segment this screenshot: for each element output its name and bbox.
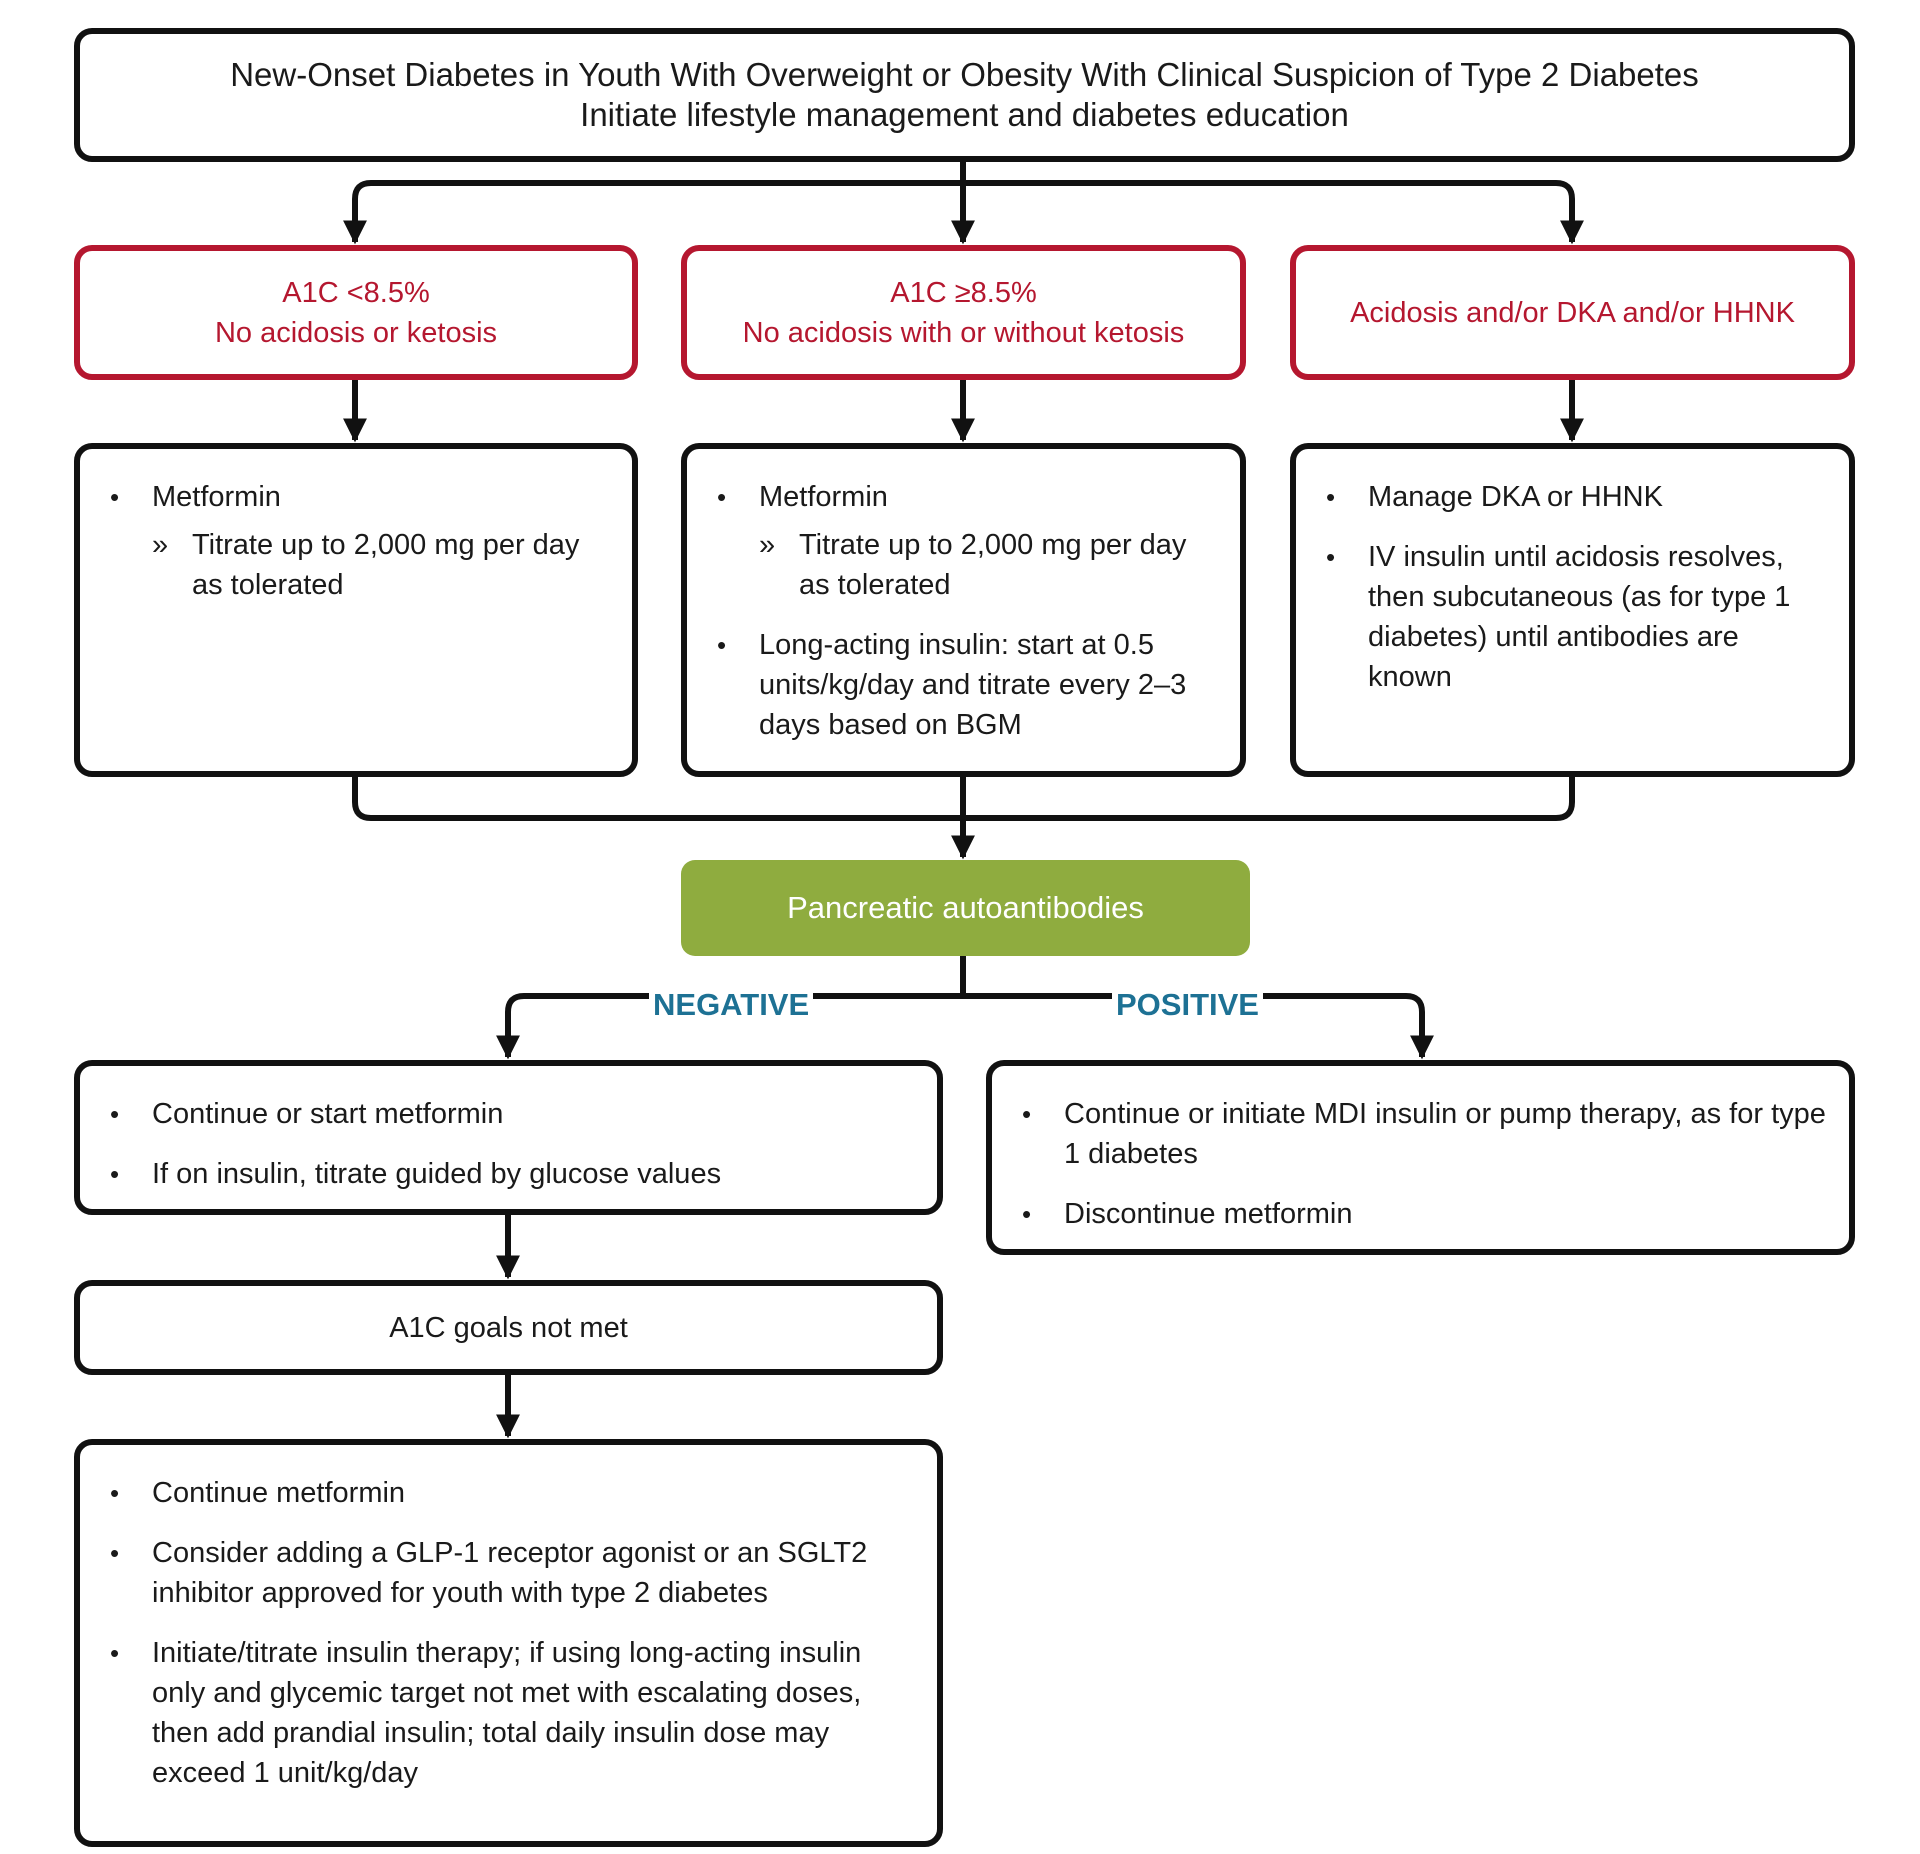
split-line-antibodies: [505, 993, 1425, 1040]
treatment-dka-item1: Manage DKA or HHNK: [1326, 477, 1829, 517]
header-title: New-Onset Diabetes in Youth With Overwei…: [230, 56, 1699, 93]
criteria-dka-box: Acidosis and/or DKA and/or HHNK: [1290, 245, 1855, 380]
treatment-dka-item2: IV insulin until acidosis resolves, then…: [1326, 537, 1829, 697]
treatment-dka-box: Manage DKA or HHNK IV insulin until acid…: [1290, 443, 1855, 777]
treatment-high-sub1: Titrate up to 2,000 mg per day as tolera…: [759, 525, 1220, 605]
positive-label: POSITIVE: [1112, 987, 1263, 1023]
criteria-dka-line1: Acidosis and/or DKA and/or HHNK: [1350, 296, 1795, 329]
final-item3: Initiate/titrate insulin therapy; if usi…: [110, 1633, 917, 1793]
final-item1: Continue metformin: [110, 1473, 917, 1513]
negative-item2: If on insulin, titrate guided by glucose…: [110, 1154, 917, 1194]
positive-item2: Discontinue metformin: [1022, 1194, 1829, 1234]
header-subtitle: Initiate lifestyle management and diabet…: [580, 96, 1349, 133]
criteria-high-a1c-line1: A1C ≥8.5%: [890, 276, 1037, 309]
list-item: Metformin Titrate up to 2,000 mg per day…: [110, 477, 612, 605]
final-item2: Consider adding a GLP-1 receptor agonist…: [110, 1533, 917, 1613]
negative-item1: Continue or start metformin: [110, 1094, 917, 1134]
goals-box: A1C goals not met: [74, 1280, 943, 1375]
antibodies-box: Pancreatic autoantibodies: [681, 860, 1250, 956]
treatment-low-sub1: Titrate up to 2,000 mg per day as tolera…: [152, 525, 612, 605]
treatment-low-box: Metformin Titrate up to 2,000 mg per day…: [74, 443, 638, 777]
criteria-high-a1c-box: A1C ≥8.5% No acidosis with or without ke…: [681, 245, 1246, 380]
positive-item1: Continue or initiate MDI insulin or pump…: [1022, 1094, 1829, 1174]
header-box: New-Onset Diabetes in Youth With Overwei…: [74, 28, 1855, 162]
criteria-low-a1c-line1: A1C <8.5%: [282, 276, 430, 309]
treatment-high-item2: Long-acting insulin: start at 0.5 units/…: [717, 625, 1220, 745]
criteria-low-a1c-box: A1C <8.5% No acidosis or ketosis: [74, 245, 638, 380]
final-box: Continue metformin Consider adding a GLP…: [74, 1439, 943, 1847]
goals-label: A1C goals not met: [389, 1311, 628, 1344]
criteria-low-a1c-line2: No acidosis or ketosis: [214, 316, 498, 349]
negative-label: NEGATIVE: [649, 987, 814, 1023]
negative-result-box: Continue or start metformin If on insuli…: [74, 1060, 943, 1215]
criteria-high-a1c-line2: No acidosis with or without ketosis: [742, 316, 1185, 349]
treatment-high-item1: Metformin: [759, 481, 888, 513]
antibodies-label: Pancreatic autoantibodies: [787, 890, 1144, 925]
treatment-low-item1: Metformin: [152, 481, 281, 513]
positive-result-box: Continue or initiate MDI insulin or pump…: [986, 1060, 1855, 1255]
list-item: Metformin Titrate up to 2,000 mg per day…: [717, 477, 1220, 605]
treatment-high-box: Metformin Titrate up to 2,000 mg per day…: [681, 443, 1246, 777]
